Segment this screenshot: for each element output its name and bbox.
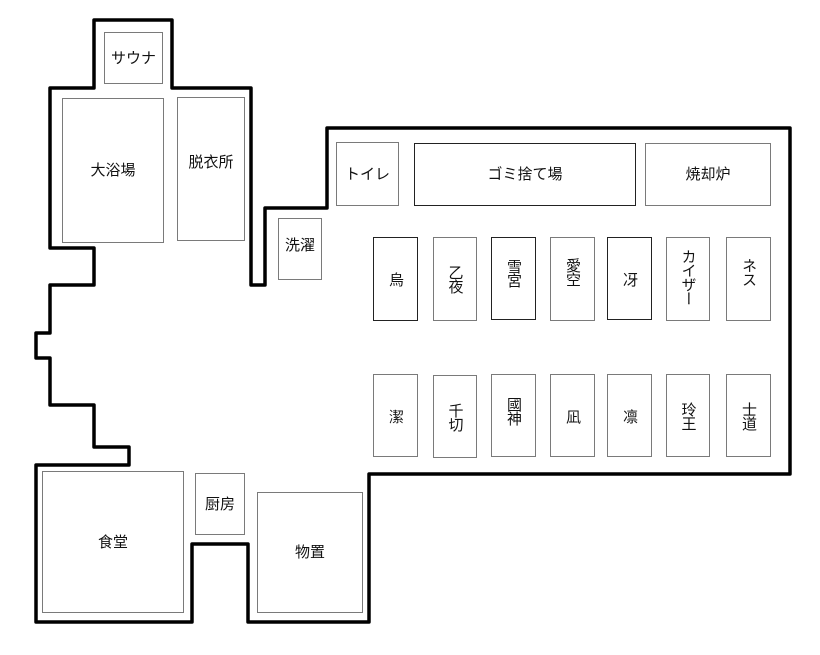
cell-label: 雪宮 bbox=[505, 258, 523, 287]
cell-label: 國神 bbox=[505, 396, 523, 425]
room-label: 洗濯 bbox=[284, 235, 315, 254]
room-sauna[interactable]: サウナ bbox=[104, 32, 163, 84]
room-garbage[interactable]: ゴミ捨て場 bbox=[414, 143, 636, 206]
cell-bottom-3[interactable]: 國神 bbox=[491, 374, 536, 457]
room-label: ゴミ捨て場 bbox=[487, 165, 563, 183]
room-dining[interactable]: 食堂 bbox=[42, 471, 184, 613]
cell-top-2[interactable]: 乙夜 bbox=[433, 237, 477, 321]
cell-label: 凛 bbox=[621, 408, 639, 423]
cell-bottom-7[interactable]: 士道 bbox=[726, 374, 771, 457]
cell-top-3[interactable]: 雪宮 bbox=[491, 237, 536, 320]
room-label: 物置 bbox=[294, 543, 325, 561]
room-dressing[interactable]: 脱衣所 bbox=[177, 97, 245, 241]
room-label: 食堂 bbox=[97, 532, 128, 551]
room-label: 大浴場 bbox=[90, 161, 136, 179]
room-label: 焼却炉 bbox=[685, 165, 731, 183]
cell-top-1[interactable]: 烏 bbox=[373, 237, 418, 321]
cell-bottom-1[interactable]: 潔 bbox=[373, 374, 418, 457]
cell-label: 乙夜 bbox=[446, 265, 465, 293]
cell-label: 愛空 bbox=[564, 258, 582, 286]
cell-label: カイザー bbox=[679, 249, 698, 305]
room-storage[interactable]: 物置 bbox=[257, 492, 363, 613]
cell-top-6[interactable]: カイザー bbox=[666, 237, 710, 321]
cell-label: 玲王 bbox=[679, 401, 698, 430]
cell-bottom-5[interactable]: 凛 bbox=[607, 374, 652, 457]
room-label: トイレ bbox=[344, 164, 390, 183]
cell-top-7[interactable]: ネス bbox=[726, 237, 771, 321]
cell-bottom-6[interactable]: 玲王 bbox=[666, 374, 710, 457]
cell-bottom-4[interactable]: 凪 bbox=[550, 374, 595, 457]
cell-label: 凪 bbox=[564, 408, 582, 423]
cell-bottom-2[interactable]: 千切 bbox=[433, 375, 477, 458]
room-label: 脱衣所 bbox=[188, 152, 234, 171]
room-label: 厨房 bbox=[204, 494, 235, 513]
room-label: サウナ bbox=[110, 48, 156, 67]
cell-label: ネス bbox=[740, 258, 758, 286]
cell-top-4[interactable]: 愛空 bbox=[550, 237, 595, 321]
room-main-bath[interactable]: 大浴場 bbox=[62, 98, 164, 243]
room-kitchen[interactable]: 厨房 bbox=[195, 473, 245, 535]
cell-label: 冴 bbox=[621, 271, 639, 286]
cell-label: 士道 bbox=[740, 401, 758, 430]
room-incinerator[interactable]: 焼却炉 bbox=[645, 143, 771, 206]
outer-wall bbox=[34, 18, 792, 624]
room-laundry[interactable]: 洗濯 bbox=[278, 218, 322, 280]
cell-label: 千切 bbox=[446, 402, 465, 431]
cell-label: 烏 bbox=[387, 272, 405, 286]
cell-top-5[interactable]: 冴 bbox=[607, 237, 652, 320]
cell-label: 潔 bbox=[387, 408, 405, 423]
room-toilet[interactable]: トイレ bbox=[336, 142, 399, 206]
